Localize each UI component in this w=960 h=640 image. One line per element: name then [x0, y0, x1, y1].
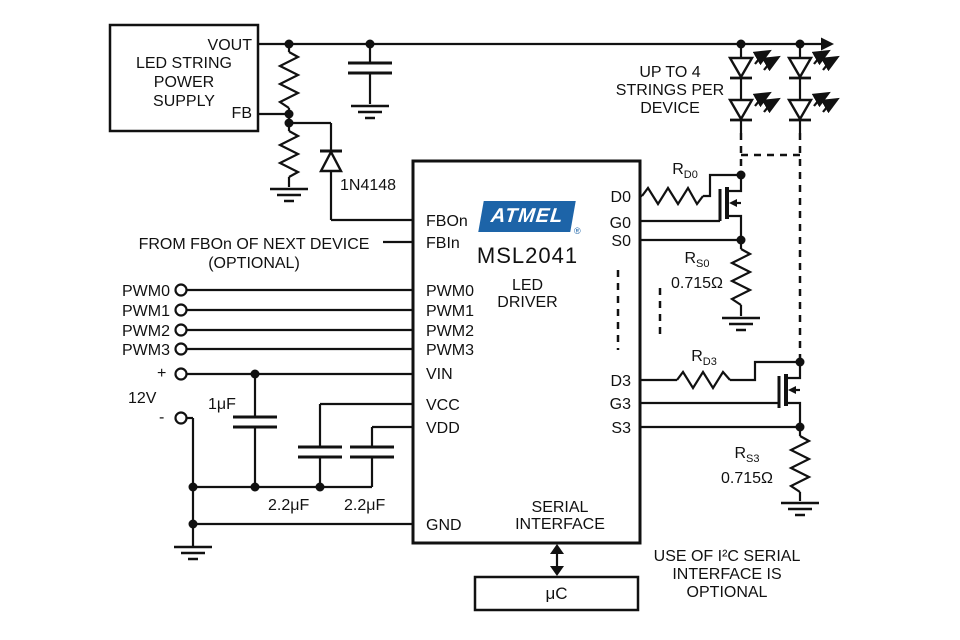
atmel-logo-text: ATMEL: [489, 205, 565, 227]
serial-arrow-down: [550, 566, 564, 576]
light-rays-icon: [814, 94, 836, 112]
ic-pin-s3: S3: [611, 420, 631, 437]
rd0-sub: D0: [683, 169, 698, 182]
ground-symbol: [268, 187, 310, 203]
ground-symbol: [172, 545, 214, 561]
ic-pin-vdd: VDD: [426, 420, 460, 437]
vcc-capacitor: [296, 445, 344, 459]
supply-minus-sign: -: [159, 409, 165, 426]
ic-serial-interface-label: SERIAL INTERFACE: [515, 499, 605, 533]
pwm2-input-label: PWM2: [122, 323, 170, 340]
vdd-capacitor: [348, 445, 396, 459]
led: [787, 56, 813, 80]
serial-arrow-up: [550, 544, 564, 554]
ic-pin-vcc: VCC: [426, 397, 460, 414]
vdd-cap-label: 2.2μF: [344, 497, 386, 514]
ic-pin-s0: S0: [611, 233, 631, 250]
rd0-label: RD0: [662, 160, 708, 185]
rd3-label: RD3: [681, 347, 727, 372]
ic-pin-d0: D0: [610, 189, 631, 206]
led: [787, 98, 813, 122]
vout-capacitor: [346, 61, 394, 75]
diode-label: 1N4148: [340, 177, 397, 194]
i2c-note: USE OF I²C SERIAL INTERFACE IS OPTIONAL: [653, 548, 801, 601]
rs3-label: RS3 0.715Ω: [700, 444, 794, 488]
vout-arrow: [821, 37, 834, 51]
ic-pin-g3: G3: [609, 396, 631, 413]
ic-pin-d3: D3: [610, 373, 631, 390]
ic-part-number: MSL2041: [476, 243, 579, 268]
light-rays-icon: [814, 52, 836, 70]
rs3-base: R: [734, 445, 747, 462]
rs0-sub: S0: [696, 258, 710, 271]
mosfet-ch3: [777, 360, 802, 429]
pwm0-input-label: PWM0: [122, 283, 170, 300]
ic-pin-fbon: FBOn: [426, 213, 468, 230]
bulk-cap-label: 1μF: [208, 396, 236, 413]
supply-plus-sign: +: [157, 365, 167, 382]
rs0-base: R: [684, 250, 697, 267]
ic-pin-pwm3: PWM3: [426, 342, 474, 359]
vcc-cap-label: 2.2μF: [268, 497, 310, 514]
rd3-base: R: [691, 348, 703, 365]
ground-symbol: [779, 501, 821, 517]
ic-pin-pwm2: PWM2: [426, 323, 474, 340]
ic-box: [411, 159, 642, 545]
ic-pin-vin: VIN: [426, 366, 453, 383]
rd3-sub: D3: [702, 356, 717, 369]
rs3-name: RS3: [700, 444, 794, 469]
microcontroller-label: μC: [545, 584, 568, 603]
power-supply-title: LED STRING POWER SUPPLY: [135, 55, 232, 110]
pin-fb: FB: [231, 105, 252, 122]
diode-1n4148: [319, 149, 343, 173]
bulk-capacitor: [231, 415, 279, 429]
microcontroller-box: [473, 575, 640, 612]
power-supply-box: [108, 23, 260, 133]
rs0-value: 0.715Ω: [671, 275, 723, 293]
supply-voltage-label: 12V: [128, 390, 157, 407]
ground-symbol: [720, 316, 762, 332]
rs3-sub: S3: [746, 453, 760, 466]
junction-dots: [188, 39, 805, 529]
next-device-note: FROM FBOn OF NEXT DEVICE (OPTIONAL): [138, 236, 370, 272]
rs0-label: RS0 0.715Ω: [650, 249, 744, 293]
pwm3-input-label: PWM3: [122, 342, 170, 359]
mosfet-ch0: [718, 173, 743, 242]
rs0-name: RS0: [650, 249, 744, 274]
strings-note: UP TO 4 STRINGS PER DEVICE: [615, 64, 725, 117]
pin-vout: VOUT: [207, 37, 252, 54]
ic-pin-pwm0: PWM0: [426, 283, 474, 300]
atmel-logo: ATMEL: [478, 201, 576, 232]
ic-pin-g0: G0: [609, 215, 631, 232]
rs3-value: 0.715Ω: [721, 470, 773, 488]
light-rays-icon: [755, 52, 777, 70]
pwm1-input-label: PWM1: [122, 303, 170, 320]
ic-pin-fbin: FBIn: [426, 235, 460, 252]
registered-mark-icon: ®: [574, 226, 581, 236]
dashed-continuations: [616, 133, 802, 358]
ground-symbol: [349, 104, 391, 120]
light-rays-icon: [755, 94, 777, 112]
ic-function-label: LED DRIVER: [497, 277, 558, 311]
wires: [186, 42, 821, 567]
rd0-base: R: [672, 161, 684, 178]
ic-pin-pwm1: PWM1: [426, 303, 474, 320]
input-terminals: [174, 283, 188, 425]
ic-pin-gnd: GND: [426, 517, 462, 534]
